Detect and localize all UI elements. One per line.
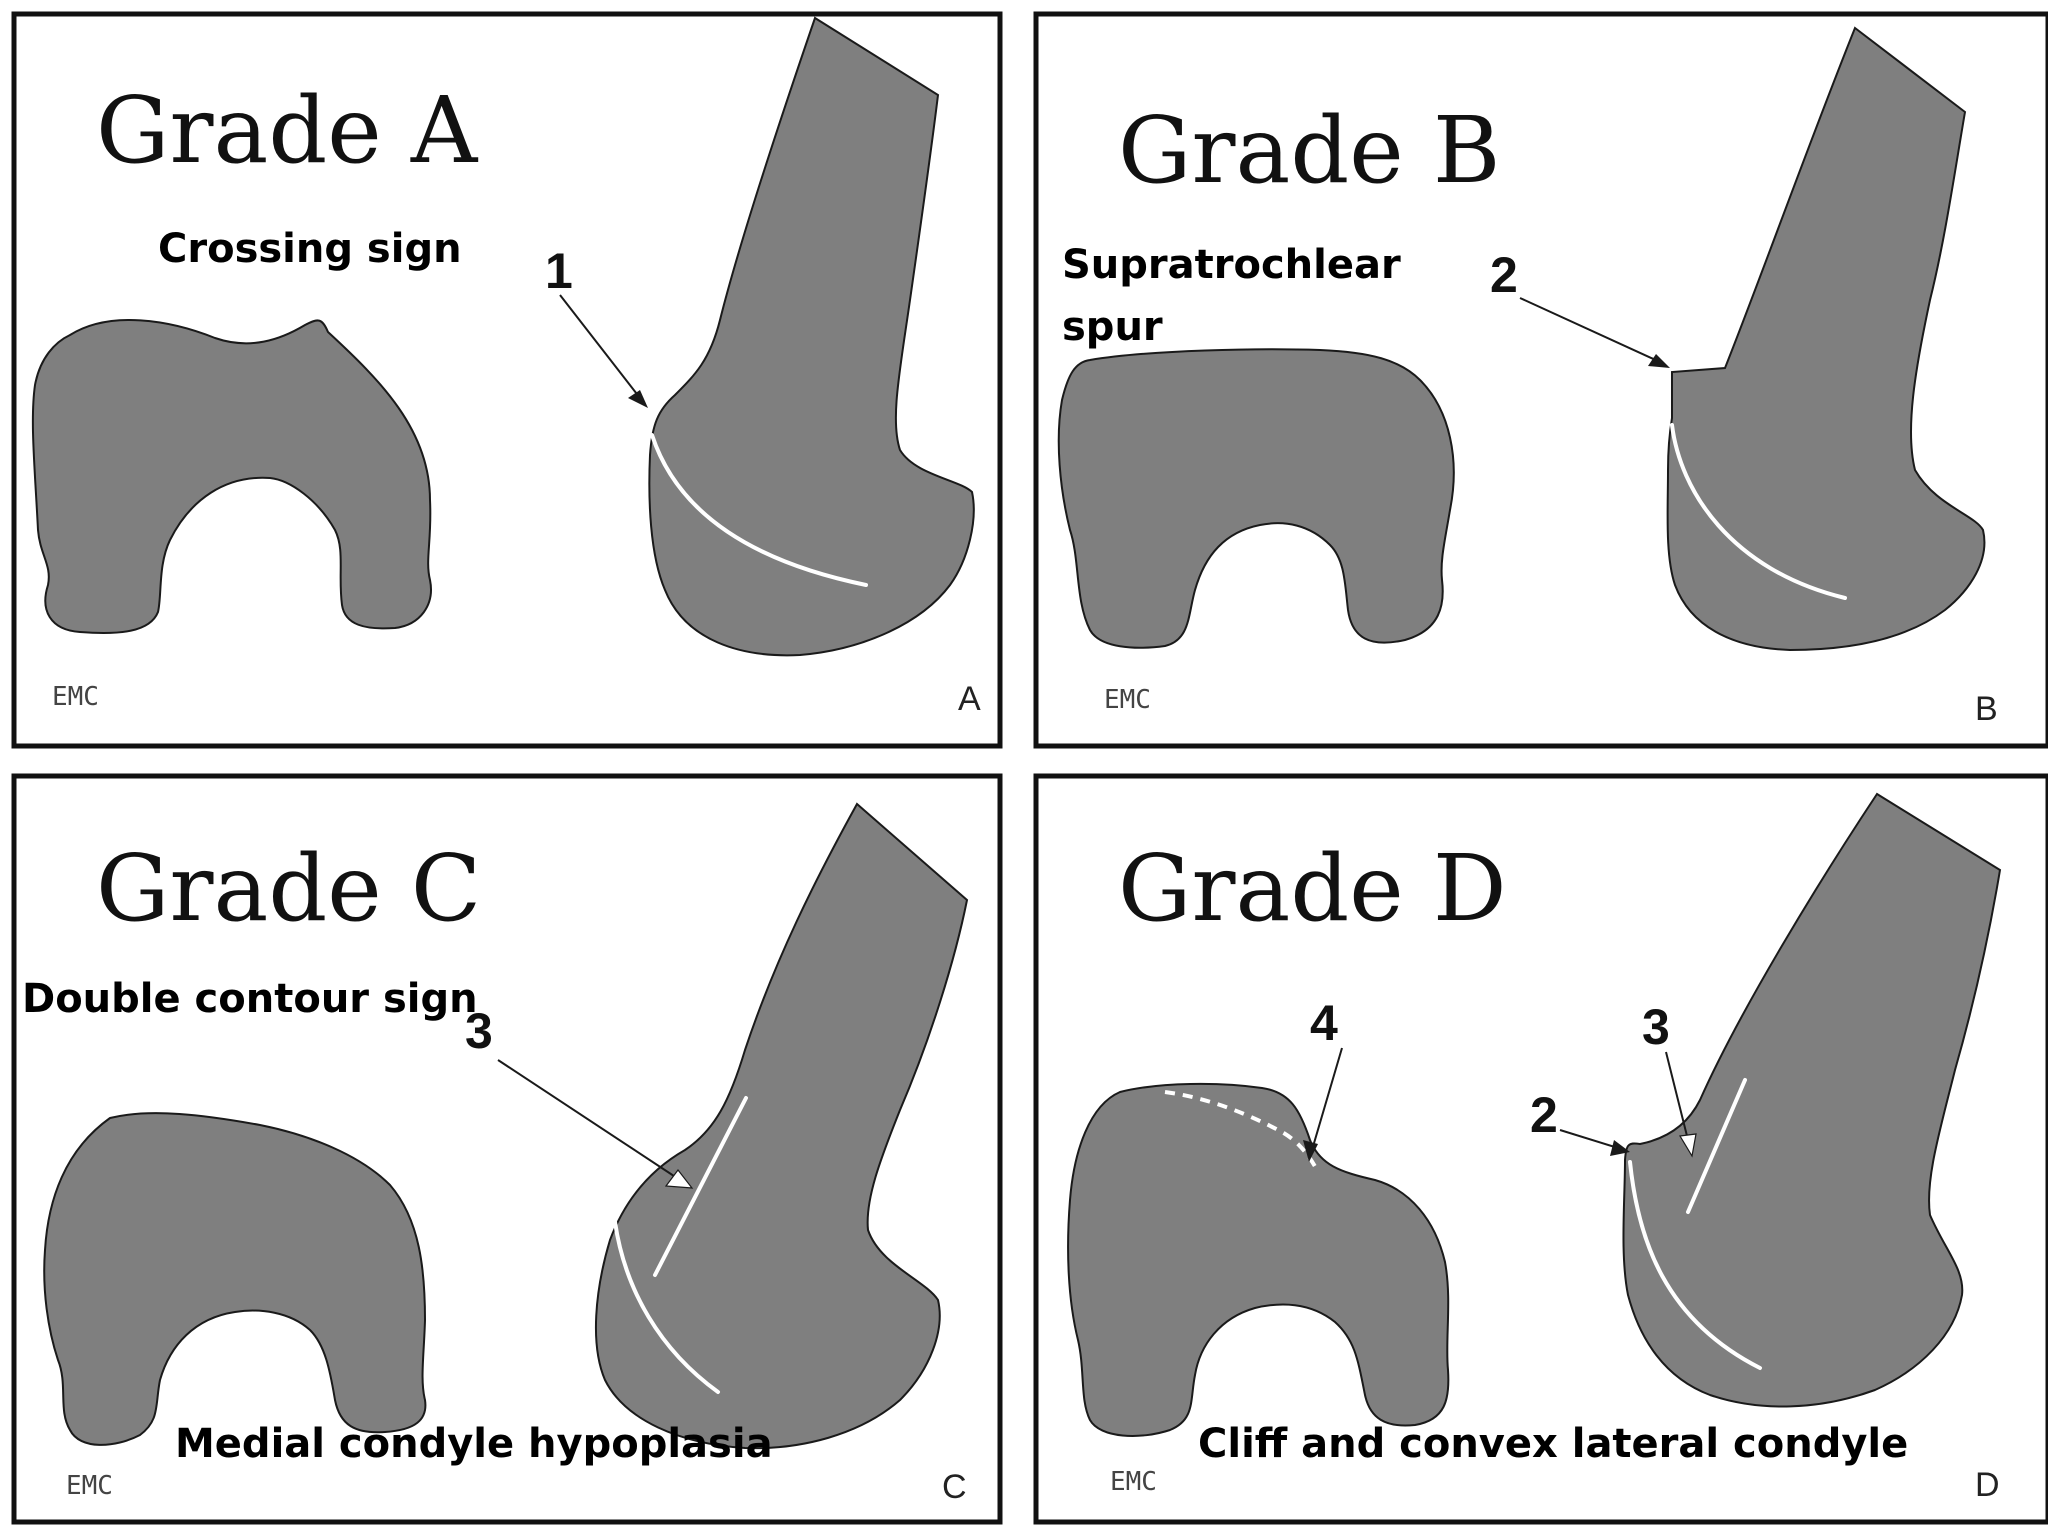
panel-grade-d: Grade D 4 2 3 Cliff and convex lateral c…	[1033, 773, 2048, 1525]
sign-label-c: Double contour sign	[22, 976, 478, 1022]
emc-logo-d: EMC	[1110, 1467, 1157, 1497]
sign-label-b-line2: spur	[1062, 304, 1163, 350]
arrow-3-c	[497, 1059, 681, 1181]
marker-1-a: 1	[545, 243, 573, 299]
arrow-3-d	[1665, 1051, 1689, 1141]
axial-trochlea-a	[31, 319, 432, 634]
grade-title-b: Grade B	[1118, 97, 1501, 204]
marker-3-d: 3	[1642, 999, 1670, 1055]
panel-grade-b: Grade B Supratrochlear spur 2 EMC B	[1033, 11, 2048, 749]
sign-label-b-line1: Supratrochlear	[1062, 242, 1401, 288]
emc-logo-c: EMC	[66, 1471, 113, 1501]
marker-2-d: 2	[1530, 1087, 1558, 1143]
axial-trochlea-d	[1067, 1082, 1450, 1437]
trochlear-line-b	[1670, 423, 1847, 600]
lateral-femur-d	[1622, 792, 2002, 1408]
arrow-1-a	[559, 294, 641, 399]
panel-grade-a: Grade A Crossing sign 1 EMC A	[11, 11, 1003, 749]
arrowhead-3-c	[664, 1169, 694, 1189]
marker-4-d: 4	[1310, 995, 1338, 1051]
arrowhead-4-d	[1303, 1140, 1318, 1162]
arrowhead-1-a	[628, 390, 648, 408]
lateral-femur-c	[594, 802, 969, 1450]
corner-letter-d: D	[1975, 1466, 2000, 1504]
arrow-2-b	[1519, 297, 1661, 363]
double-contour-line-d	[1686, 1078, 1747, 1214]
lateral-femur-a	[648, 16, 975, 657]
lateral-femur-b	[1666, 26, 1986, 652]
double-contour-line-c	[653, 1096, 748, 1277]
emc-logo-a: EMC	[52, 682, 99, 712]
axial-trochlea-c	[43, 1112, 427, 1446]
bottom-label-c: Medial condyle hypoplasia	[175, 1421, 773, 1467]
arrowhead-2-d	[1610, 1140, 1630, 1156]
panel-grade-c: Grade C Double contour sign 3 Medial con…	[11, 773, 1003, 1525]
axial-trochlea-b	[1057, 348, 1455, 649]
arrow-4-d	[1311, 1047, 1343, 1151]
trochlear-line-a	[650, 433, 868, 587]
marker-3-c: 3	[465, 1003, 493, 1059]
arrow-2-d	[1559, 1129, 1619, 1149]
emc-logo-b: EMC	[1104, 685, 1151, 715]
marker-2-b: 2	[1490, 247, 1518, 303]
grade-title-c: Grade C	[96, 835, 481, 942]
dashed-contour-d	[1164, 1090, 1320, 1173]
corner-letter-c: C	[942, 1468, 967, 1506]
trochlear-line-d	[1628, 1160, 1762, 1370]
corner-letter-b: B	[1975, 690, 1998, 728]
arrowhead-3-d	[1679, 1133, 1697, 1158]
sign-label-a: Crossing sign	[158, 226, 462, 272]
arrowhead-2-b	[1648, 354, 1670, 368]
grade-title-d: Grade D	[1118, 835, 1507, 942]
bottom-label-d: Cliff and convex lateral condyle	[1198, 1421, 1908, 1467]
grade-title-a: Grade A	[96, 77, 479, 184]
trochlear-line-c	[613, 1220, 720, 1394]
corner-letter-a: A	[958, 680, 981, 718]
